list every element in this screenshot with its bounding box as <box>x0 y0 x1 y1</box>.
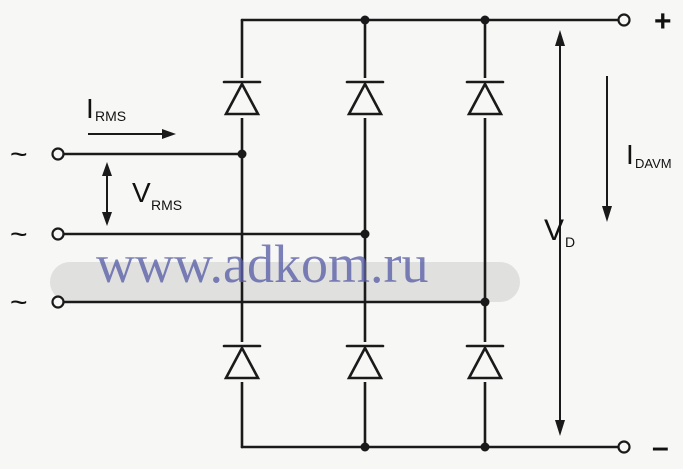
ac-symbol-1: ~ <box>10 138 28 171</box>
i-davm-label: I <box>626 139 634 170</box>
ac-symbol-2: ~ <box>10 218 28 251</box>
v-rms-subscript: RMS <box>151 197 182 213</box>
diode-lower-1 <box>222 342 262 382</box>
watermark-shadow <box>50 262 520 302</box>
ac-symbol-3: ~ <box>10 286 28 319</box>
watermark-text: www.adkom.ru <box>96 234 428 294</box>
positive-terminal <box>617 13 631 27</box>
junction-dot <box>360 15 370 25</box>
i-rms-subscript: RMS <box>95 108 126 124</box>
i-rms-label: I <box>86 93 94 124</box>
ac-terminal-2 <box>51 227 65 241</box>
diode-upper-1 <box>222 78 262 118</box>
ac-terminal-1 <box>51 147 65 161</box>
v-rms-arrow <box>102 162 112 226</box>
v-d-label: V <box>544 214 564 247</box>
minus-label: – <box>652 431 669 464</box>
ac-terminal-3 <box>51 295 65 309</box>
i-davm-subscript: DAVM <box>635 156 672 171</box>
diode-lower-3 <box>465 342 505 382</box>
junction-dot <box>237 149 247 159</box>
v-rms-label: V <box>132 177 151 208</box>
junction-dot <box>480 442 490 452</box>
junction-dot <box>360 229 370 239</box>
diode-lower-2 <box>345 342 385 382</box>
i-rms-arrow <box>88 129 176 139</box>
junction-dot <box>480 297 490 307</box>
v-d-subscript: D <box>565 234 575 250</box>
v-d-arrow <box>555 30 565 436</box>
i-davm-arrow <box>602 76 612 222</box>
diode-upper-2 <box>345 78 385 118</box>
negative-terminal <box>617 440 631 454</box>
diode-upper-3 <box>465 78 505 118</box>
junction-dot <box>360 442 370 452</box>
junction-dot <box>480 15 490 25</box>
plus-label: + <box>654 5 672 38</box>
